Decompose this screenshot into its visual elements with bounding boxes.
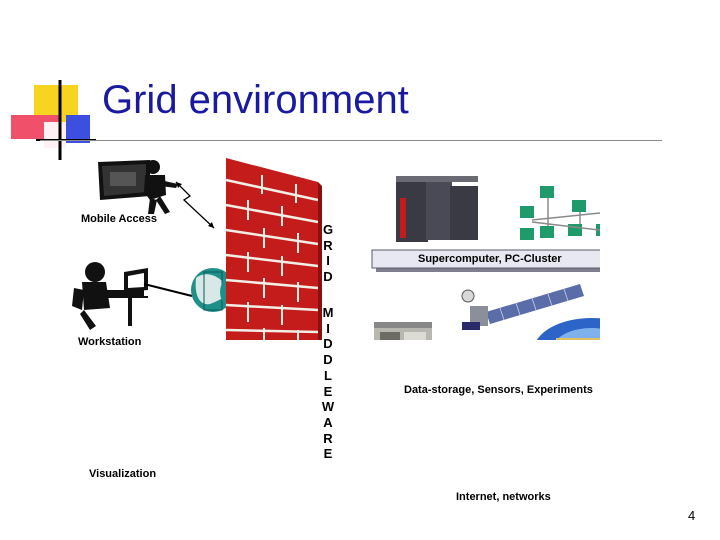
- middleware-letter: D: [323, 336, 333, 352]
- satellite-icon: [461, 284, 584, 330]
- slide-title: Grid environment: [102, 78, 409, 122]
- wireless-signal-icon: [175, 181, 215, 229]
- supercomputer-label: Supercomputer, PC-Cluster: [418, 253, 562, 265]
- visualization-label: Visualization: [89, 468, 157, 480]
- middleware-vertical-text: M I D D L E W A R E: [321, 305, 335, 462]
- middleware-letter: E: [323, 383, 333, 399]
- middleware-letter: D: [323, 352, 333, 368]
- grid-letter: D: [323, 269, 333, 285]
- middleware-letter: A: [323, 414, 333, 430]
- middleware-letter: M: [322, 305, 334, 320]
- middleware-letter: I: [326, 320, 330, 336]
- grid-letter: R: [323, 237, 333, 253]
- datastorage-label: Data-storage, Sensors, Experiments: [404, 384, 593, 396]
- supercomputer-bar: [371, 249, 600, 272]
- detector-experiment-icon: [536, 318, 600, 340]
- grid-vertical-text: G R I D: [321, 222, 335, 285]
- title-divider: [40, 140, 662, 141]
- middleware-letter: R: [323, 430, 333, 446]
- pc-cluster-icon: [520, 186, 600, 240]
- grid-diagram: [72, 158, 600, 340]
- firewall-brick-wall: [225, 158, 322, 340]
- page-number: 4: [688, 508, 696, 523]
- deco-blue-square: [66, 115, 90, 143]
- middleware-letter: E: [323, 446, 333, 462]
- mobile-access-label: Mobile Access: [81, 213, 158, 225]
- supercomputer-icon: [396, 176, 478, 242]
- grid-letter: I: [326, 253, 330, 269]
- workstation-label: Workstation: [78, 336, 142, 348]
- grid-letter: G: [322, 222, 334, 237]
- workstation-icon: [72, 262, 193, 330]
- middleware-letter: L: [324, 367, 332, 383]
- mobile-device-icon: [98, 160, 150, 200]
- data-storage-icon: [374, 322, 432, 340]
- mobile-person-icon: [144, 160, 178, 214]
- internet-label: Internet, networks: [456, 491, 551, 503]
- middleware-letter: W: [321, 399, 335, 415]
